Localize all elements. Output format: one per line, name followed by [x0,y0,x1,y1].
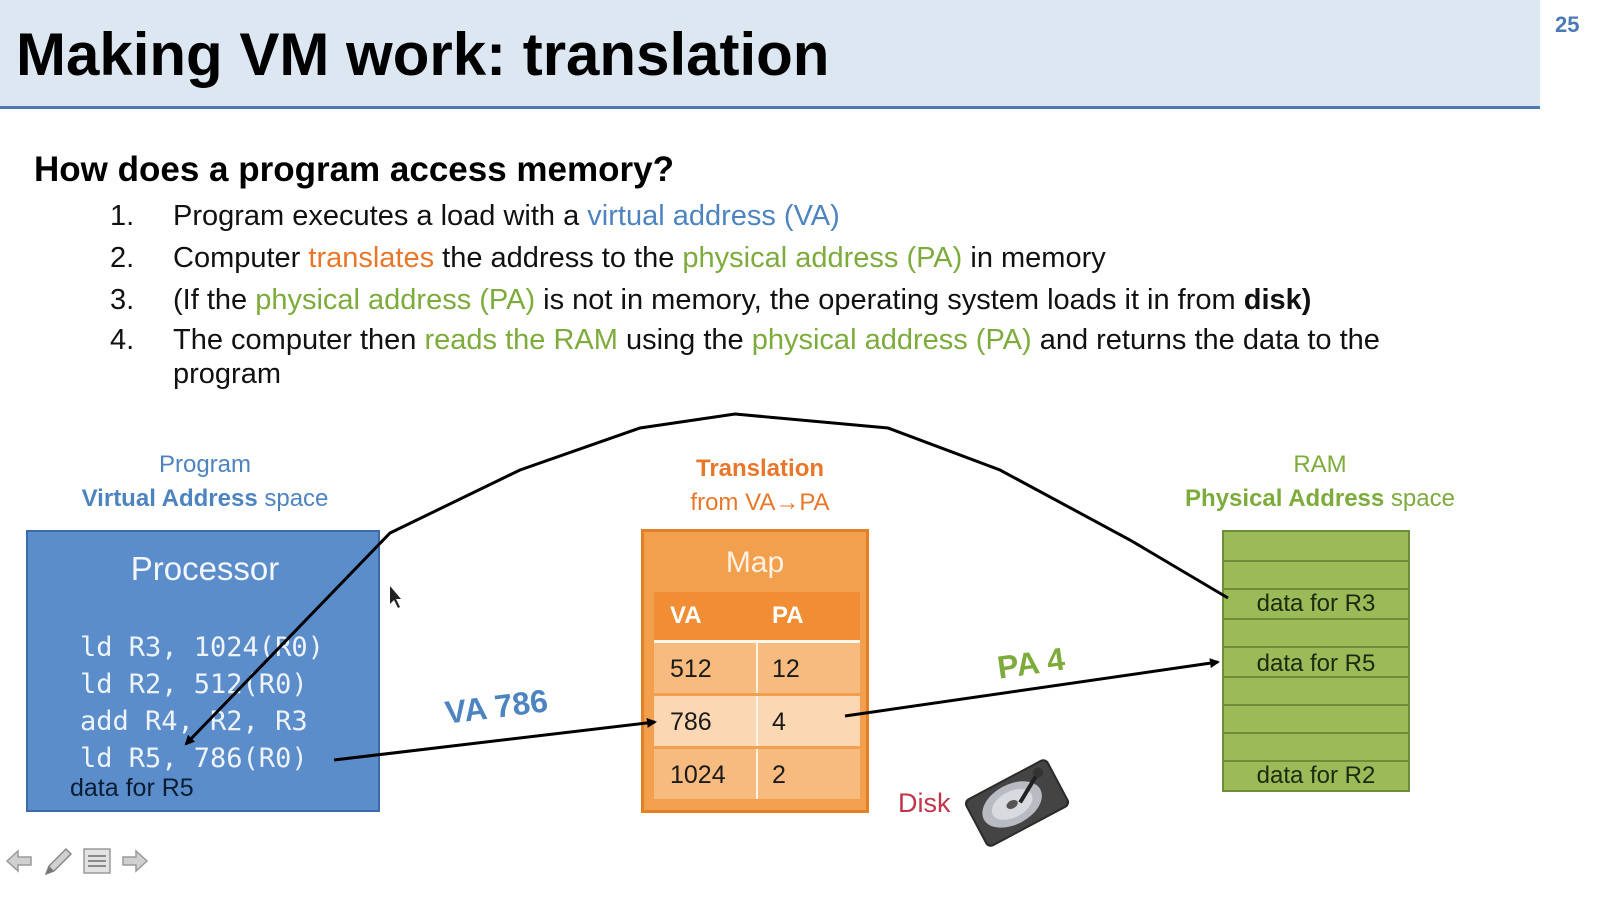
map-row: 1024 2 [654,749,860,799]
ram-cell-r2: data for R2 [1256,762,1376,789]
ram-cell-r3: data for R3 [1256,590,1376,617]
hard-disk-icon [964,759,1070,847]
title-bar [0,0,1540,109]
cell-pa: 12 [772,655,800,683]
ram-box: data for R3 data for R5 data for R2 [1222,530,1410,792]
code-line: ld R5, 786(R0) [80,743,308,774]
program-label: Program Virtual Address space [81,451,329,512]
step-text: Computer translates the address to the p… [173,242,1106,274]
code-line: add R4, R2, R3 [80,706,308,737]
pa-arrow [844,658,1220,718]
cell-pa: 4 [772,708,786,736]
map-header: VA PA [654,592,860,643]
step-3: 3. (If the physical address (PA) is not … [110,284,1311,317]
map-row: 512 12 [654,643,860,693]
slide-number: 25 [1555,12,1580,37]
map-title: Map [725,546,785,579]
cursor-icon [390,586,401,608]
map-row: 786 4 [654,696,860,746]
step-4: 4. The computer then reads the RAM using… [110,324,1380,357]
step-number: 1. [110,200,135,232]
step-text: Program executes a load with a virtual a… [173,200,840,232]
translation-label: Translation from VA→PA [690,455,830,516]
processor-title: Processor [130,550,280,587]
step-number: 2. [110,242,135,274]
step-text: (If the physical address (PA) is not in … [173,284,1312,316]
header-va: VA [670,602,702,629]
arrow-left-icon[interactable] [4,846,34,876]
menu-icon[interactable] [82,846,112,876]
step-4-continuation: program [173,358,281,390]
step-text: The computer then reads the RAM using th… [173,324,1380,356]
step-number: 3. [110,284,135,316]
step-2: 2. Computer translates the address to th… [110,242,1106,275]
code-line: ld R2, 512(R0) [80,669,308,700]
disk-label: Disk [898,788,951,818]
ram-cell-r5: data for R5 [1256,650,1376,677]
va-arrow [333,717,657,762]
question-heading: How does a program access memory? [34,150,674,189]
map-box: Map VA PA 512 12 786 4 1024 2 [641,529,869,813]
slide-title: Making VM work: translation [16,21,830,88]
cell-va: 512 [670,655,712,683]
pen-icon[interactable] [42,846,74,878]
arrow-right-icon[interactable] [120,846,150,876]
header-pa: PA [772,602,804,629]
code-line: ld R3, 1024(R0) [80,632,324,663]
ram-label: RAM Physical Address space [1185,451,1455,512]
cell-pa: 2 [772,761,786,789]
map-table: VA PA 512 12 786 4 1024 2 [654,592,860,802]
return-arrow [184,412,1229,746]
cell-va: 786 [670,708,712,736]
processor-data: data for R5 [70,774,194,802]
processor-box: Processor ld R3, 1024(R0) ld R2, 512(R0)… [26,530,380,812]
step-1: 1. Program executes a load with a virtua… [110,200,840,233]
cell-va: 1024 [670,761,726,789]
step-number: 4. [110,324,135,356]
